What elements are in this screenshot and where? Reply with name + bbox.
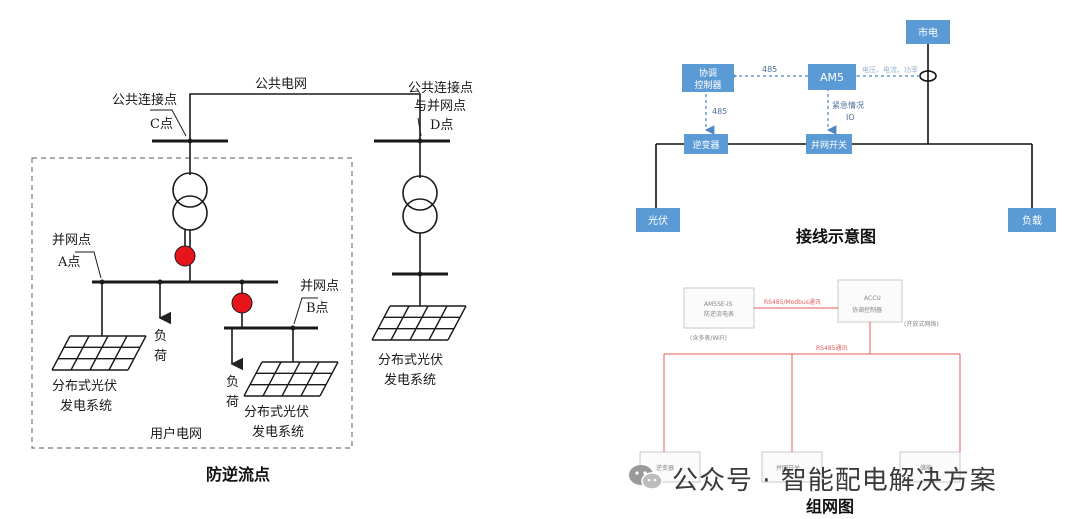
coordinator-label-2: 控制器 bbox=[694, 79, 721, 91]
pv2-line1: 分布式光伏 bbox=[244, 405, 309, 420]
caption-anti-backflow: 防逆流点 bbox=[206, 465, 270, 484]
wechat-icon bbox=[628, 463, 664, 493]
pv-label: 光伏 bbox=[648, 214, 668, 227]
sense-label: 电压、电流、功率 bbox=[862, 65, 918, 74]
load1-char2: 荷 bbox=[154, 349, 167, 364]
leader-d bbox=[417, 117, 422, 137]
load2-char1: 负 bbox=[226, 375, 239, 390]
pcc-d-line2: 与并网点 bbox=[414, 99, 466, 114]
watermark-text: 公众号 · 智能配电解决方案 bbox=[672, 465, 997, 496]
breaker-b bbox=[231, 292, 253, 314]
device2-note: (开放式网络) bbox=[904, 320, 939, 328]
leader-c bbox=[150, 109, 187, 137]
emergency-label-2: IO bbox=[846, 113, 855, 122]
leader-b bbox=[293, 297, 318, 325]
pcc-d-line1: 公共连接点 bbox=[408, 80, 473, 96]
device2-name: ACCU bbox=[864, 295, 881, 302]
caption-wiring: 接线示意图 bbox=[796, 227, 876, 246]
bottom2-label: 并网开关 bbox=[776, 464, 800, 472]
mains-label: 市电 bbox=[918, 26, 938, 39]
pv-panel-1 bbox=[51, 335, 147, 371]
device2-desc: 协调控制器 bbox=[852, 306, 882, 314]
transformer-right bbox=[402, 175, 438, 211]
pv-panel-3 bbox=[371, 305, 467, 341]
grid-point-b-line2: B点 bbox=[306, 301, 329, 316]
am5-box bbox=[808, 64, 856, 90]
emergency-label-1: 紧急情况 bbox=[832, 100, 864, 110]
pv-panels bbox=[51, 305, 467, 397]
public-grid-label: 公共电网 bbox=[255, 77, 307, 92]
load-box bbox=[1008, 208, 1056, 232]
link-label: RS485/Modbus通讯 bbox=[764, 298, 821, 306]
coordinator-box bbox=[682, 64, 734, 92]
pv3-line1: 分布式光伏 bbox=[378, 353, 443, 368]
transformer-left bbox=[172, 172, 208, 208]
breaker-a bbox=[174, 245, 196, 267]
grid-point-b-line1: 并网点 bbox=[300, 279, 339, 294]
public-grid-line bbox=[189, 93, 421, 141]
anti-backflow-diagram bbox=[31, 93, 450, 449]
bottom-device-3 bbox=[899, 451, 961, 483]
grid-point-a-line1: 并网点 bbox=[52, 233, 91, 248]
grid-point-a-line2: A点 bbox=[57, 255, 80, 270]
user-grid-boundary bbox=[31, 157, 353, 449]
inverter-box bbox=[684, 134, 728, 154]
network-diagram: AM5SE-IS 防逆流电表 (含多表/WiFi) ACCU 协调控制器 (开放… bbox=[639, 279, 961, 516]
device1-desc: 防逆流电表 bbox=[704, 310, 734, 318]
pv-panel-2 bbox=[243, 361, 339, 397]
device2-box bbox=[837, 279, 903, 323]
coordinator-label-1: 协调 bbox=[699, 67, 717, 79]
pcc-c-line2: C点 bbox=[150, 117, 173, 132]
device1-box bbox=[683, 287, 755, 329]
inverter-label: 逆变器 bbox=[692, 139, 719, 151]
caption-network: 组网图 bbox=[806, 497, 854, 516]
load2-char2: 荷 bbox=[226, 395, 239, 410]
user-grid-label: 用户电网 bbox=[150, 426, 202, 442]
grid-switch-label: 并网开关 bbox=[811, 139, 847, 151]
pv2-line2: 发电系统 bbox=[252, 424, 304, 440]
device1-note: (含多表/WiFi) bbox=[690, 334, 727, 342]
device1-name: AM5SE-IS bbox=[704, 301, 733, 308]
watermark: 公众号 · 智能配电解决方案 bbox=[628, 458, 1068, 498]
label-485-mid: 485 bbox=[712, 107, 727, 116]
bottom3-label: 储能 bbox=[920, 464, 932, 472]
pcc-c-line1: 公共连接点 bbox=[112, 92, 177, 108]
pv3-line2: 发电系统 bbox=[384, 372, 436, 388]
am5-label: AM5 bbox=[820, 71, 844, 84]
pcc-d-line3: D点 bbox=[430, 118, 453, 133]
bus-label: RS485通讯 bbox=[816, 344, 847, 352]
load1-char1: 负 bbox=[154, 329, 167, 344]
wiring-diagram: 市电 AM5 协调 控制器 逆变器 并网开关 光伏 负载 485 485 紧急情… bbox=[636, 20, 1056, 246]
pv-box bbox=[636, 208, 680, 232]
pv1-line2: 发电系统 bbox=[60, 398, 112, 414]
nodes bbox=[99, 138, 423, 331]
load-label: 负载 bbox=[1022, 214, 1042, 227]
label-485-top: 485 bbox=[762, 65, 777, 74]
leader-a bbox=[75, 251, 102, 279]
grid-switch-box bbox=[806, 134, 852, 154]
mains-box bbox=[906, 20, 950, 44]
bottom1-label: 逆变器 bbox=[656, 464, 674, 472]
pv1-line1: 分布式光伏 bbox=[52, 379, 117, 394]
